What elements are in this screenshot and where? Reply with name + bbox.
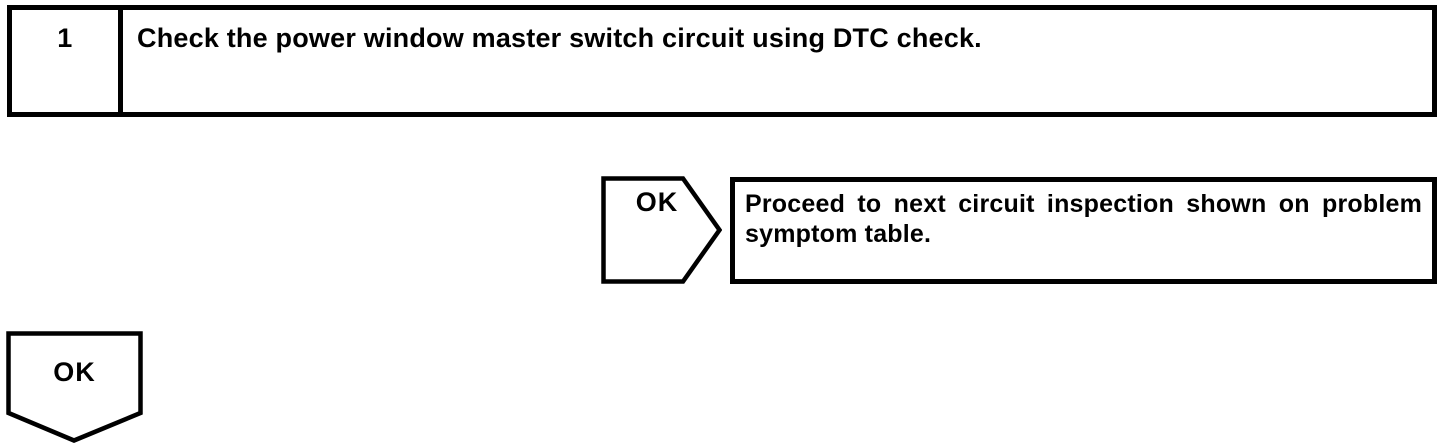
ok-branch-label: OK bbox=[635, 187, 679, 217]
step-instruction-cell: Check the power window master switch cir… bbox=[123, 10, 1432, 112]
pentagon-right-icon bbox=[601, 176, 722, 284]
step-instruction-text: Check the power window master switch cir… bbox=[137, 23, 982, 53]
ok-connector-right: OK bbox=[601, 176, 722, 284]
step-number-cell: 1 bbox=[12, 10, 123, 112]
step-number: 1 bbox=[57, 23, 73, 53]
pentagon-down-icon bbox=[6, 331, 143, 443]
result-text: Proceed to next circuit inspection shown… bbox=[745, 190, 1422, 248]
ok-connector-down: OK bbox=[6, 331, 143, 443]
ok-exit-label: OK bbox=[53, 357, 96, 387]
result-box: Proceed to next circuit inspection shown… bbox=[730, 177, 1437, 284]
step-row: 1 Check the power window master switch c… bbox=[7, 5, 1437, 117]
